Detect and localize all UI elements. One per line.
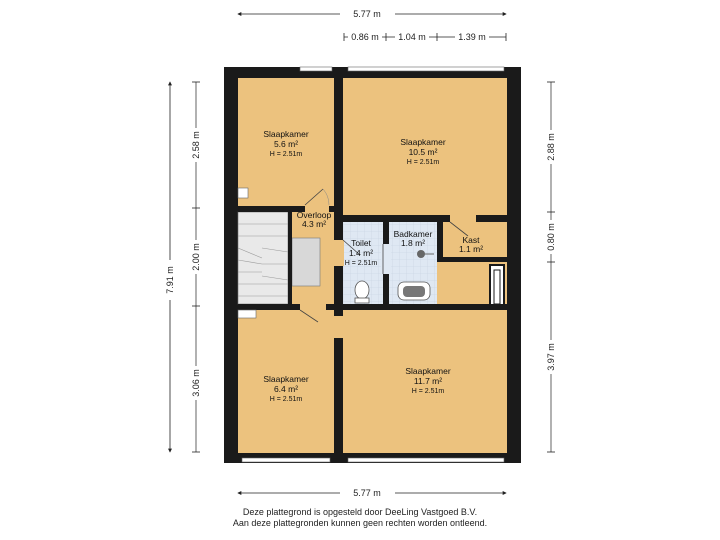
dimension-bottom-total: 5.77 m: [237, 488, 507, 498]
svg-text:H = 2.51m: H = 2.51m: [270, 151, 303, 158]
dimension-label: 2.88 m: [546, 133, 556, 161]
svg-text:Overloop: Overloop: [297, 210, 332, 220]
room-label-slaapkamer-tl: Slaapkamer 5.6 m² H = 2.51m: [263, 129, 309, 158]
dimension-label: 2.58 m: [191, 131, 201, 159]
staircase: [237, 211, 321, 305]
dimension-left-total: 7.91 m: [165, 81, 175, 453]
room-floor-kast: [443, 221, 507, 257]
dimension-label: 2.00 m: [191, 243, 201, 271]
dimension-top-segments: 0.86 m 1.04 m 1.39 m: [343, 31, 507, 42]
dimension-right-segments: 2.88 m 0.80 m 3.97 m: [545, 81, 557, 453]
room-label-overloop: Overloop 4.3 m²: [297, 210, 332, 229]
windows: [237, 66, 505, 463]
svg-text:Toilet: Toilet: [351, 238, 371, 248]
toilet-bowl-icon: [354, 280, 370, 304]
room-label-slaapkamer-tr: Slaapkamer 10.5 m² H = 2.51m: [400, 137, 446, 166]
landing-void: [291, 237, 321, 287]
svg-text:Slaapkamer: Slaapkamer: [263, 129, 309, 139]
room-label-toilet: Toilet 1.4 m² H = 2.51m: [345, 238, 378, 267]
svg-text:11.7 m²: 11.7 m²: [414, 376, 442, 386]
svg-text:1.4 m²: 1.4 m²: [349, 248, 373, 258]
footer-line-1: Deze plattegrond is opgesteld door DeeLi…: [242, 507, 478, 517]
svg-text:H = 2.51m: H = 2.51m: [270, 396, 303, 403]
room-label-slaapkamer-br: Slaapkamer 11.7 m² H = 2.51m: [405, 366, 451, 395]
room-label-kast: Kast 1.1 m²: [459, 235, 483, 254]
svg-text:Slaapkamer: Slaapkamer: [263, 374, 309, 384]
room-label-badkamer: Badkamer 1.8 m²: [394, 229, 433, 248]
shower-icon: [417, 250, 434, 258]
dimension-label: 0.80 m: [546, 223, 556, 251]
svg-text:4.3 m²: 4.3 m²: [302, 219, 326, 229]
svg-text:10.5 m²: 10.5 m²: [409, 147, 438, 157]
room-floor-slaapkamer-br: [343, 310, 507, 453]
svg-text:Slaapkamer: Slaapkamer: [400, 137, 446, 147]
dimension-top-total: 5.77 m: [237, 9, 507, 19]
dimension-label: 7.91 m: [165, 266, 175, 294]
svg-text:1.8 m²: 1.8 m²: [401, 238, 425, 248]
dimension-label: 1.04 m: [398, 32, 426, 42]
room-floor-slaapkamer-tr: [343, 78, 507, 215]
svg-text:5.6 m²: 5.6 m²: [274, 139, 298, 149]
dimension-label: 5.77 m: [353, 9, 381, 19]
footer-disclaimer: Deze plattegrond is opgesteld door DeeLi…: [0, 507, 720, 529]
dimension-label: 0.86 m: [351, 32, 379, 42]
sink-icon: [397, 281, 431, 301]
svg-text:Kast: Kast: [462, 235, 480, 245]
svg-text:1.1 m²: 1.1 m²: [459, 244, 483, 254]
room-floor-slaapkamer-bl: [238, 310, 334, 453]
dimension-label: 3.06 m: [191, 369, 201, 397]
svg-text:H = 2.51m: H = 2.51m: [345, 260, 378, 267]
dimension-label: 3.97 m: [546, 343, 556, 371]
room-floor-slaapkamer-tl: [238, 78, 334, 206]
svg-text:6.4 m²: 6.4 m²: [274, 384, 298, 394]
svg-text:H = 2.51m: H = 2.51m: [407, 159, 440, 166]
doors: [299, 188, 476, 338]
svg-text:Slaapkamer: Slaapkamer: [405, 366, 451, 376]
footer-line-2: Aan deze plattegronden kunnen geen recht…: [232, 518, 488, 528]
dimension-label: 5.77 m: [353, 488, 381, 498]
svg-text:H = 2.51m: H = 2.51m: [412, 388, 445, 395]
dimension-label: 1.39 m: [458, 32, 486, 42]
svg-text:Badkamer: Badkamer: [394, 229, 433, 239]
room-label-slaapkamer-bl: Slaapkamer 6.4 m² H = 2.51m: [263, 374, 309, 403]
dimension-left-segments: 2.58 m 2.00 m 3.06 m: [190, 81, 202, 453]
